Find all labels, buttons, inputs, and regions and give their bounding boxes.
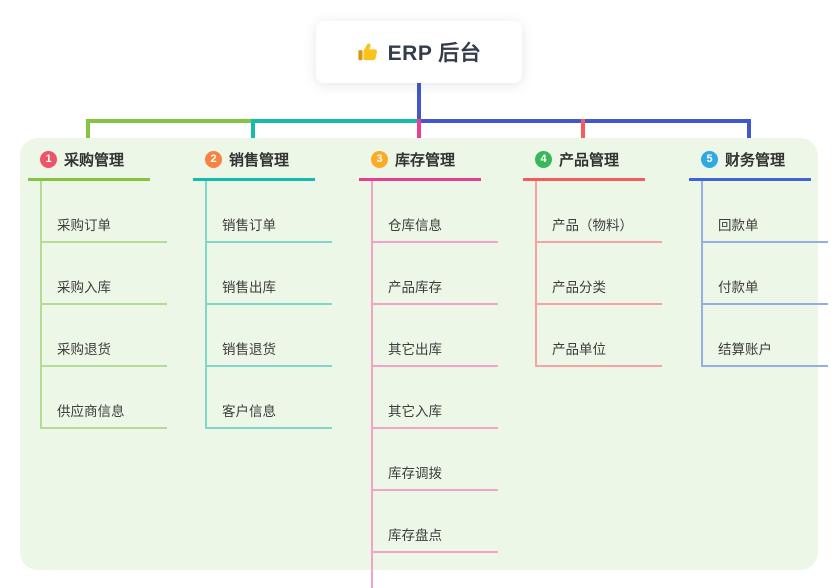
connector-drop-sales [251,119,255,143]
mindmap-item: 回款单 [701,181,828,243]
branch-item-list: 仓库信息产品库存其它出库其它入库库存调拨库存盘点出库库明细 [371,181,499,588]
branch-header: 2 销售管理 [193,147,315,181]
mindmap-item: 产品库存 [371,243,498,305]
connector-drop-finance [747,119,751,143]
thumbs-up-icon [357,41,379,63]
branch-sales: 2 销售管理 销售订单销售出库销售退货客户信息 [193,147,333,429]
branch-title: 库存管理 [395,152,456,169]
mindmap-item: 出库库明细 [371,553,498,588]
mindmap-item: 销售出库 [205,243,332,305]
branch-header: 3 库存管理 [359,147,481,181]
branch-item-list: 采购订单采购入库采购退货供应商信息 [40,181,168,429]
mindmap-item: 产品分类 [535,243,662,305]
branch-title: 销售管理 [229,152,290,169]
mindmap-item: 供应商信息 [40,367,167,429]
branches-panel [20,138,818,570]
branch-title: 财务管理 [725,152,786,169]
mindmap-item: 库存调拨 [371,429,498,491]
branch-number-badge: 2 [205,151,222,168]
branch-header: 5 财务管理 [689,147,811,181]
branch-number-badge: 1 [40,151,57,168]
mindmap-item: 采购入库 [40,243,167,305]
mindmap-item: 采购订单 [40,181,167,243]
mindmap-item: 采购退货 [40,305,167,367]
mindmap-item: 销售退货 [205,305,332,367]
branch-number-badge: 4 [535,151,552,168]
branch-item-list: 销售订单销售出库销售退货客户信息 [205,181,333,429]
mindmap-item: 仓库信息 [371,181,498,243]
branch-purchase: 1 采购管理 采购订单采购入库采购退货供应商信息 [28,147,168,429]
root-node: ERP 后台 [316,21,522,83]
branch-title: 产品管理 [559,152,620,169]
branch-product: 4 产品管理 产品（物料）产品分类产品单位 [523,147,663,367]
branch-item-list: 产品（物料）产品分类产品单位 [535,181,663,367]
connector-drop-purchase [86,119,90,143]
root-node-title: ERP 后台 [387,42,482,65]
branch-title: 采购管理 [64,152,125,169]
mindmap-item: 其它出库 [371,305,498,367]
branch-header: 1 采购管理 [28,147,150,181]
mindmap-item: 结算账户 [701,305,828,367]
connector-root-vertical [417,81,421,123]
mindmap-item: 付款单 [701,243,828,305]
mindmap-item: 其它入库 [371,367,498,429]
branch-inventory: 3 库存管理 仓库信息产品库存其它出库其它入库库存调拨库存盘点出库库明细 [359,147,499,588]
branch-number-badge: 5 [701,151,718,168]
mindmap-item: 库存盘点 [371,491,498,553]
mindmap-item: 销售订单 [205,181,332,243]
branch-item-list: 回款单付款单结算账户 [701,181,829,367]
connector-drop-inventory [417,119,421,143]
branch-finance: 5 财务管理 回款单付款单结算账户 [689,147,829,367]
connector-bus-left-green [86,119,253,123]
branch-header: 4 产品管理 [523,147,645,181]
branch-number-badge: 3 [371,151,388,168]
mindmap-item: 产品单位 [535,305,662,367]
connector-drop-product [581,119,585,143]
mindmap-item: 客户信息 [205,367,332,429]
mindmap-item: 产品（物料） [535,181,662,243]
connector-bus-left-teal [253,119,419,123]
connector-bus-right-blue [419,119,751,123]
